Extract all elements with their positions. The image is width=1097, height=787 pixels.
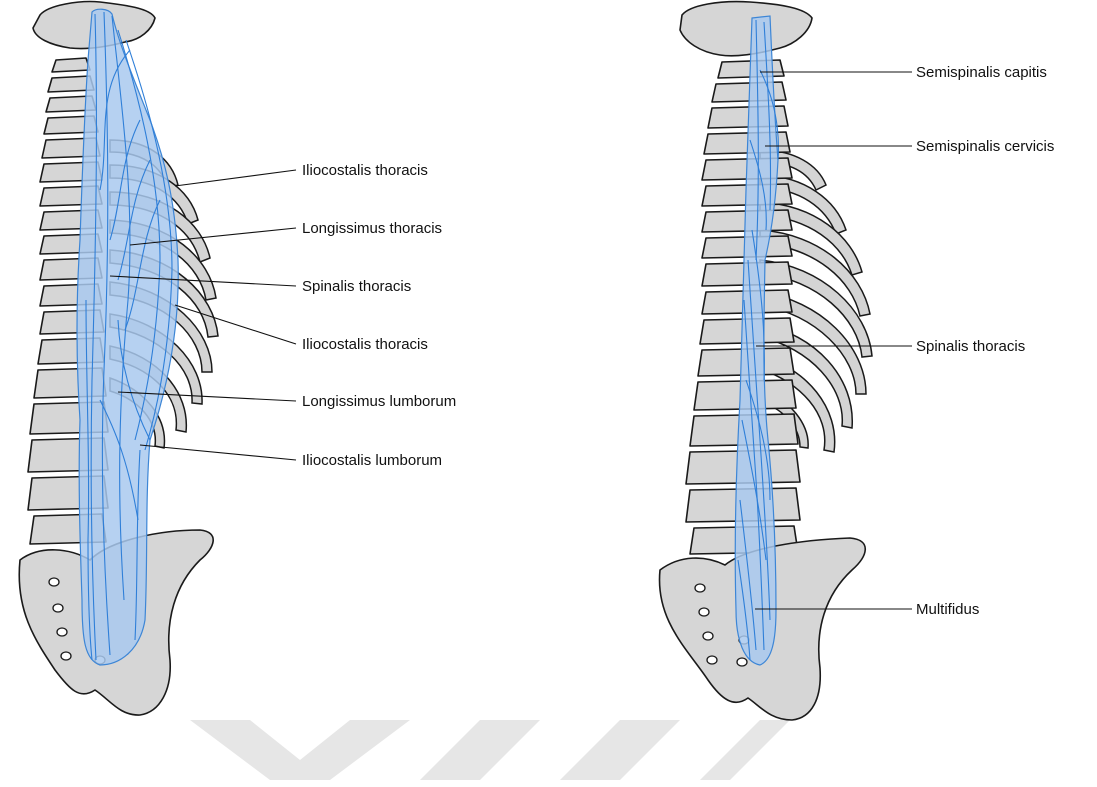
- label-spinalis-thoracis-right: Spinalis thoracis: [916, 338, 1025, 355]
- label-iliocostalis-thoracis-upper: Iliocostalis thoracis: [302, 162, 428, 179]
- label-multifidus: Multifidus: [916, 601, 979, 618]
- label-iliocostalis-thoracis-lower: Iliocostalis thoracis: [302, 336, 428, 353]
- label-semispinalis-capitis: Semispinalis capitis: [916, 64, 1047, 81]
- right-skull-base: [680, 2, 812, 56]
- left-labels: Iliocostalis thoracis Longissimus thorac…: [302, 162, 456, 469]
- right-labels: Semispinalis capitis Semispinalis cervic…: [916, 64, 1054, 618]
- watermark: [190, 720, 790, 780]
- label-longissimus-lumborum: Longissimus lumborum: [302, 393, 456, 410]
- label-longissimus-thoracis: Longissimus thoracis: [302, 220, 442, 237]
- label-semispinalis-cervicis: Semispinalis cervicis: [916, 138, 1054, 155]
- right-spine-figure: [659, 2, 912, 720]
- left-spine-figure: [19, 2, 296, 715]
- label-iliocostalis-lumborum: Iliocostalis lumborum: [302, 452, 442, 469]
- label-spinalis-thoracis-left: Spinalis thoracis: [302, 278, 411, 295]
